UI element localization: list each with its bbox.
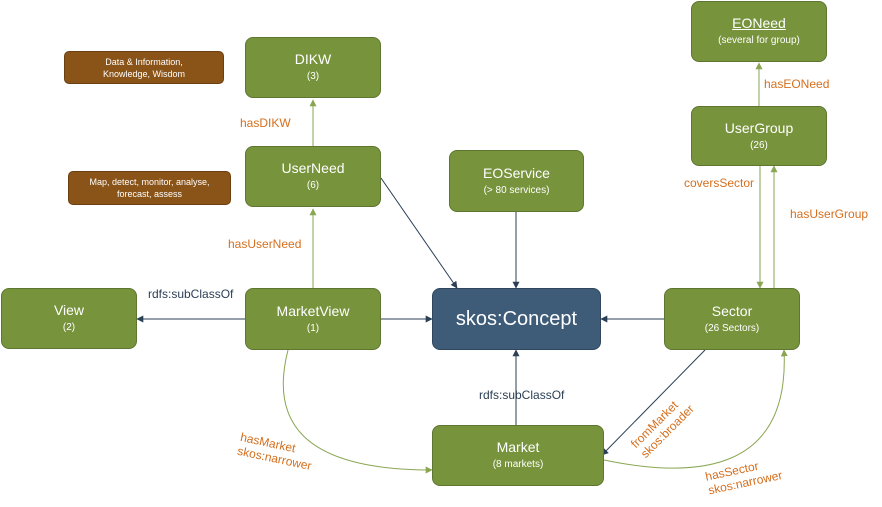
node-eoneed-count: (several for group) [718,35,800,46]
node-dikw[interactable]: DIKW (3) [245,37,381,98]
edge-from-market [601,349,706,456]
label-covers-sector: coversSector [684,176,755,190]
node-market-title: Market [496,439,540,455]
edge-has-market [282,349,433,474]
node-marketview[interactable]: MarketView (1) [245,288,381,350]
node-eoservice-count: (> 80 services) [483,184,550,196]
node-userneed[interactable]: UserNeed (6) [245,146,381,207]
node-marketview-count: (1) [306,322,320,334]
edge-has-sector [603,349,788,469]
label-has-user-need: hasUserNeed [228,237,302,251]
dikw-note-line-1: Data & Information, [105,56,183,67]
label-subclass-market: rdfs:subClassOf [479,388,565,402]
node-skos-concept[interactable]: skos:Concept [432,288,601,350]
userneed-note-line-1: Map, detect, monitor, analyse, [89,177,210,187]
node-eoneed[interactable]: EONeed (several for group) [691,1,827,62]
node-userneed-title: UserNeed [281,160,345,176]
userneed-note: Map, detect, monitor, analyse, forecast, … [68,171,231,205]
label-subclass-view: rdfs:subClassOf [148,287,234,301]
label-has-dikw: hasDIKW [240,116,291,130]
node-market[interactable]: Market (8 markets) [432,425,604,486]
node-eoservice[interactable]: EOService (> 80 services) [449,150,584,212]
node-usergroup-count: (26) [750,139,768,151]
dikw-note: Data & Information,Knowledge, Wisdom [64,51,224,84]
node-skos-concept-title: skos:Concept [455,308,578,330]
node-dikw-count: (3) [306,71,320,82]
node-view-count: (2) [62,322,76,333]
node-sector[interactable]: Sector (26 Sectors) [664,288,800,350]
label-has-eo-need: hasEONeed [764,77,830,91]
node-eoservice-title: EOService [483,164,550,181]
node-view[interactable]: View (2) [1,288,137,349]
edge-userneed-concept [380,177,458,289]
dikw-note-line-2: Knowledge, Wisdom [102,68,186,79]
label-has-user-group: hasUserGroup [790,207,869,221]
node-market-count: (8 markets) [492,459,544,470]
node-eoneed-title: EONeed [732,15,786,31]
node-view-title: View [53,302,85,318]
node-usergroup[interactable]: UserGroup (26) [691,106,827,166]
node-usergroup-title: UserGroup [724,119,794,136]
node-dikw-title: DIKW [294,51,332,67]
node-userneed-count: (6) [306,180,320,191]
node-sector-title: Sector [711,302,753,319]
node-sector-count: (26 Sectors) [704,322,760,334]
node-marketview-title: MarketView [276,302,350,319]
userneed-note-line-2: forecast, assess [116,189,182,199]
